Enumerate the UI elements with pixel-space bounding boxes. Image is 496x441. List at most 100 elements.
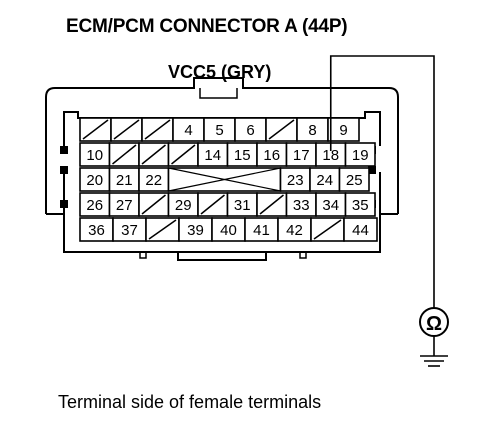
terminal-number: 14 — [204, 147, 221, 164]
blank-terminal-slash — [268, 119, 295, 140]
diagram-title: ECM/PCM CONNECTOR A (44P) — [66, 16, 348, 37]
terminal-number: 18 — [322, 147, 339, 164]
terminal-cell: 37 — [112, 217, 147, 242]
terminal-number: 16 — [263, 147, 280, 164]
terminal-number: 40 — [220, 222, 237, 239]
terminal-number: 26 — [86, 197, 103, 214]
terminal-cell: 26 — [79, 192, 111, 217]
terminal-cell — [138, 142, 170, 167]
terminal-cell: 42 — [277, 217, 312, 242]
blank-terminal-slash — [148, 219, 177, 240]
connector-notch — [139, 251, 147, 259]
connector-bottom-key — [177, 252, 267, 261]
connector-tab — [60, 200, 68, 208]
terminal-cell — [256, 192, 288, 217]
blank-terminal-slash — [200, 194, 225, 215]
terminal-cell: 41 — [244, 217, 279, 242]
terminal-number: 22 — [145, 172, 162, 189]
blank-terminal-slash — [171, 144, 196, 165]
terminal-number: 31 — [234, 197, 251, 214]
blank-terminal-slash — [141, 144, 166, 165]
terminal-number: 17 — [293, 147, 310, 164]
terminal-number: 15 — [234, 147, 251, 164]
ground-icon — [420, 355, 448, 367]
terminal-cell: 16 — [256, 142, 288, 167]
terminal-cell: 39 — [178, 217, 213, 242]
blank-cross — [168, 167, 281, 192]
terminal-cell: 14 — [197, 142, 229, 167]
connector-latch — [199, 88, 238, 99]
connector-tab — [60, 166, 68, 174]
terminal-number: 25 — [346, 172, 363, 189]
terminal-number: 23 — [287, 172, 304, 189]
terminal-cell — [197, 192, 229, 217]
terminal-cell: 8 — [296, 117, 329, 142]
terminal-number: 5 — [215, 122, 223, 139]
terminal-cell: 17 — [285, 142, 317, 167]
terminal-cell: 29 — [167, 192, 199, 217]
terminal-number: 44 — [352, 222, 369, 239]
terminal-number: 39 — [187, 222, 204, 239]
connector-tab — [368, 166, 376, 174]
terminal-number: 9 — [339, 122, 347, 139]
blank-terminal-slash — [313, 219, 342, 240]
terminal-number: 34 — [322, 197, 339, 214]
terminal-cell — [138, 192, 170, 217]
terminal-number: 4 — [184, 122, 192, 139]
terminal-box — [344, 192, 376, 217]
terminal-number: 37 — [121, 222, 138, 239]
terminal-box — [327, 117, 360, 142]
terminal-cell: 21 — [108, 167, 140, 192]
terminal-number: 27 — [116, 197, 133, 214]
blank-terminal-slash — [144, 119, 171, 140]
terminal-cell — [108, 142, 140, 167]
terminal-cell: 44 — [343, 217, 378, 242]
terminal-number: 35 — [352, 197, 369, 214]
terminal-number: 21 — [116, 172, 133, 189]
terminal-cell — [79, 117, 112, 142]
terminal-number: 10 — [86, 147, 103, 164]
terminal-cell: 10 — [79, 142, 111, 167]
terminal-box — [343, 217, 378, 242]
blank-terminal-slash — [141, 194, 166, 215]
terminal-box — [344, 142, 376, 167]
terminal-cell — [145, 217, 180, 242]
terminal-cell: 24 — [309, 167, 341, 192]
terminal-number: 24 — [316, 172, 333, 189]
terminal-cell: 5 — [203, 117, 236, 142]
terminal-number: 19 — [352, 147, 369, 164]
terminal-cell: 20 — [79, 167, 111, 192]
terminal-cell — [167, 167, 282, 192]
terminal-cell: 9 — [327, 117, 360, 142]
terminal-cell: 19 — [344, 142, 376, 167]
terminal-cell — [310, 217, 345, 242]
terminal-cell: 27 — [108, 192, 140, 217]
terminal-number: 8 — [308, 122, 316, 139]
terminal-number: 20 — [86, 172, 103, 189]
terminal-cell — [141, 117, 174, 142]
terminal-cell: 36 — [79, 217, 114, 242]
terminal-cell: 31 — [226, 192, 258, 217]
terminal-number: 6 — [246, 122, 254, 139]
terminal-cell — [265, 117, 298, 142]
terminal-cell: 4 — [172, 117, 205, 142]
connector-tab — [60, 146, 68, 154]
terminal-cell — [167, 142, 199, 167]
terminal-cell: 34 — [315, 192, 347, 217]
blank-terminal-slash — [82, 119, 109, 140]
connector-notch — [299, 251, 307, 259]
terminal-cell: 22 — [138, 167, 170, 192]
connector-outer-shell — [45, 77, 399, 214]
terminal-number: 36 — [88, 222, 105, 239]
terminal-cell: 25 — [338, 167, 370, 192]
caption: Terminal side of female terminals — [58, 392, 322, 412]
terminal-cell: 40 — [211, 217, 246, 242]
terminal-number: 41 — [253, 222, 270, 239]
terminal-cell: 18 — [315, 142, 347, 167]
terminal-number: 29 — [175, 197, 192, 214]
probe-wire — [329, 55, 435, 308]
terminal-cell: 6 — [234, 117, 267, 142]
terminal-cell: 15 — [226, 142, 258, 167]
